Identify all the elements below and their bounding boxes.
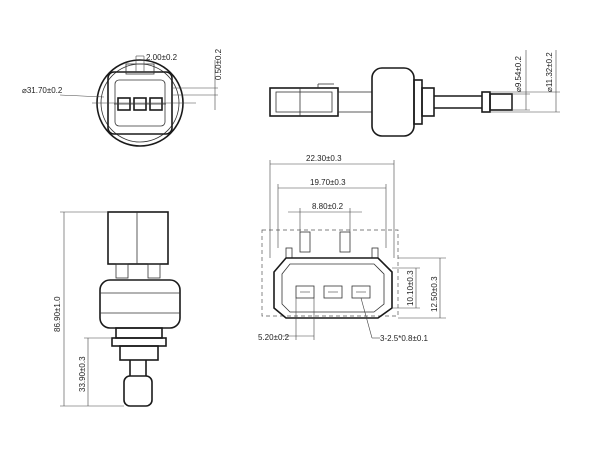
horizontal-side-view: ⌀9.54±0.2 ⌀11.32±0.2 xyxy=(269,50,560,137)
side-height-total-label: 86.90±1.0 xyxy=(53,296,62,332)
top-front-width-label: 2.00±0.2 xyxy=(146,53,178,62)
top-front-height-label: 0.50±0.2 xyxy=(214,48,223,80)
vertical-side-view: 86.90±1.0 33.90±0.3 xyxy=(53,211,181,407)
connector-front-view: 22.30±0.3 19.70±0.3 8.80±0.2 10.10±0.3 1… xyxy=(258,154,446,343)
front-width-overall-label: 22.30±0.3 xyxy=(306,154,342,163)
front-height-outer-label: 12.50±0.3 xyxy=(430,276,439,312)
front-width-pins-label: 8.80±0.2 xyxy=(312,202,344,211)
top-front-dia-label: ⌀31.70±0.2 xyxy=(22,86,63,95)
front-width-mid-label: 19.70±0.3 xyxy=(310,178,346,187)
side-height-lower-label: 33.90±0.3 xyxy=(78,356,87,392)
connector-end-view: 2.00±0.2 0.50±0.2 ⌀31.70±0.2 xyxy=(22,48,223,147)
top-side-dia-large-label: ⌀11.32±0.2 xyxy=(545,52,554,92)
top-side-dia-small-label: ⌀9.54±0.2 xyxy=(514,56,523,92)
front-pins-label: 3-2.5*0.8±0.1 xyxy=(380,334,429,343)
front-height-inner-label: 10.10±0.3 xyxy=(406,270,415,306)
front-pin-offset-label: 5.20±0.2 xyxy=(258,333,290,342)
